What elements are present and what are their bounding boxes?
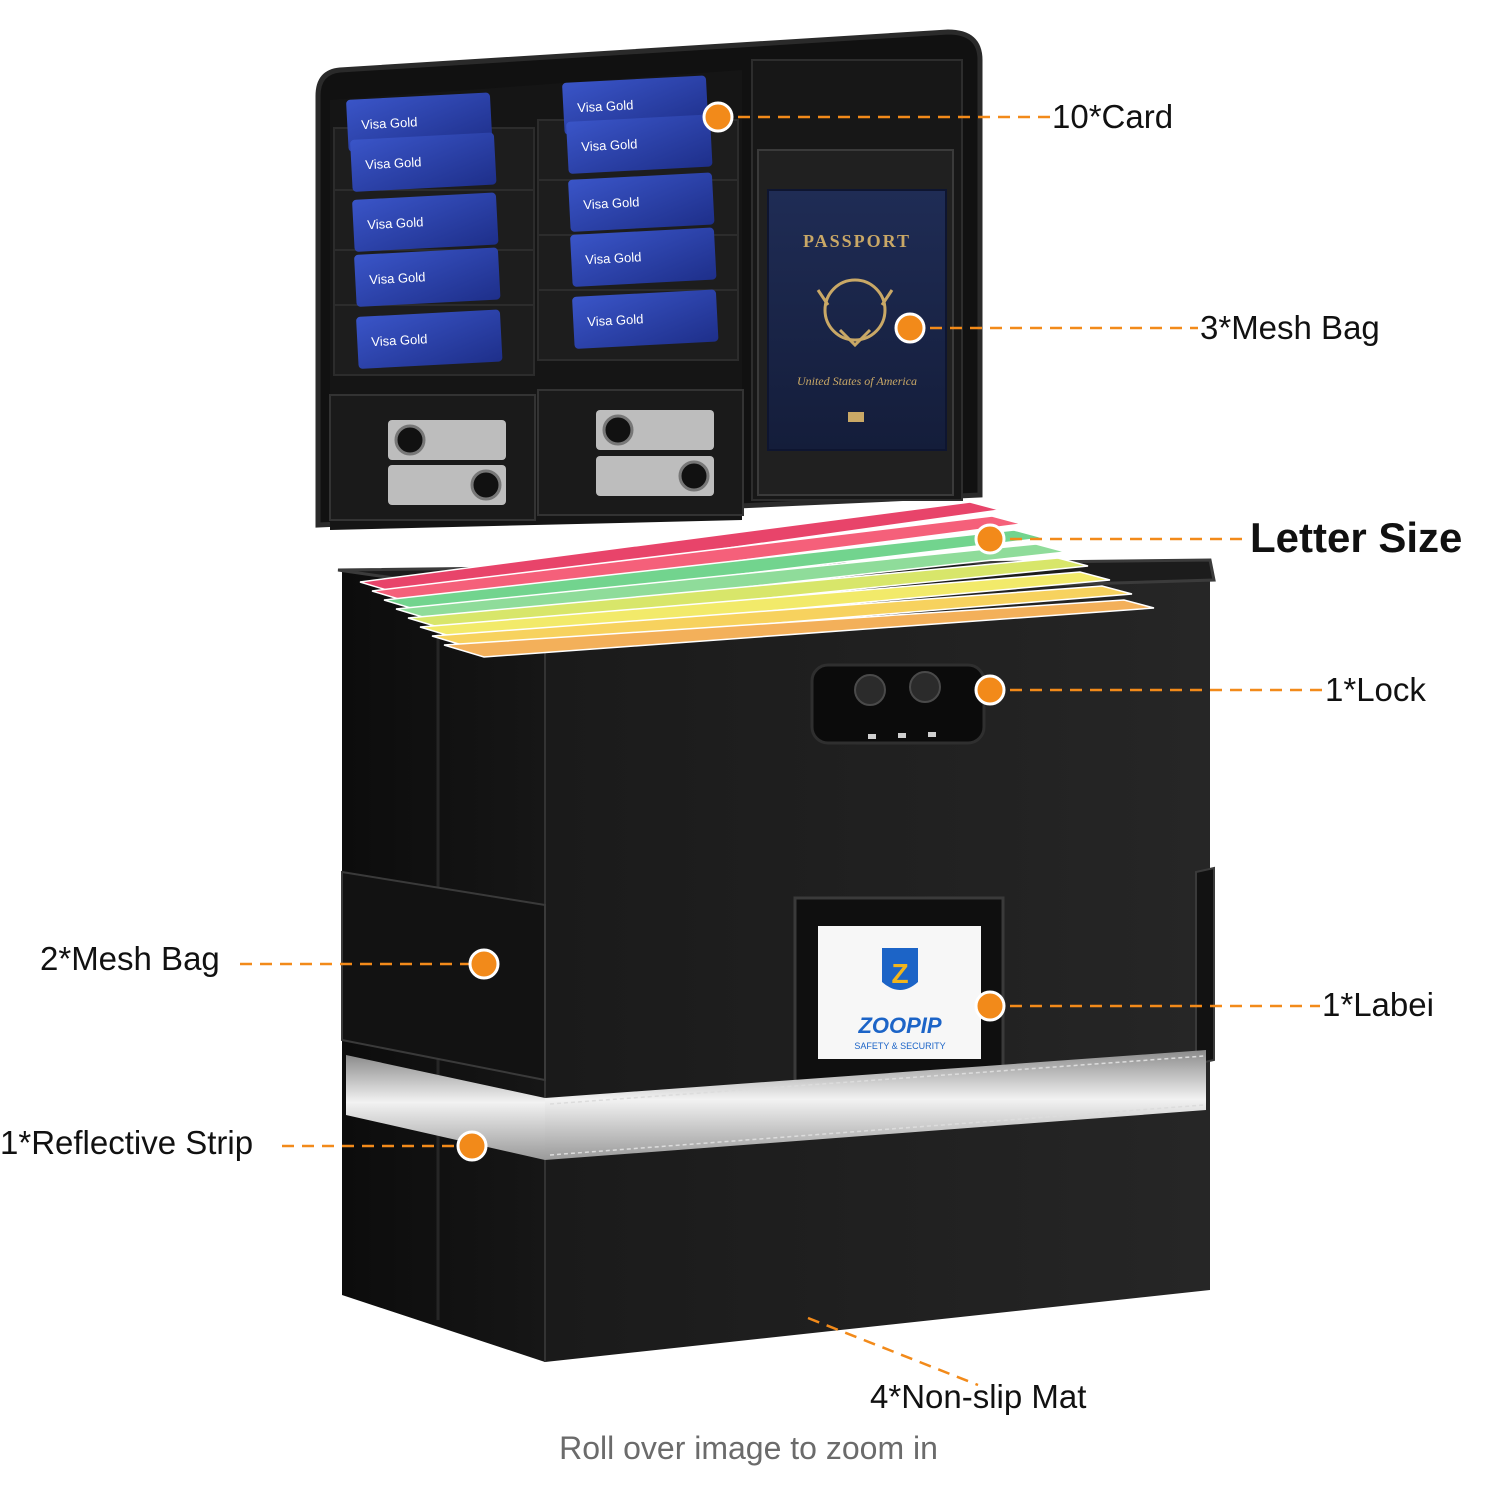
box-body: Z ZOOPIP SAFETY & SECURITY	[337, 501, 1216, 1362]
passport-subtitle: United States of America	[797, 374, 917, 388]
callout-lock: 1*Lock	[1325, 671, 1426, 708]
callout-mesh-bag-side: 2*Mesh Bag	[40, 940, 220, 977]
logo-letter: Z	[891, 958, 908, 989]
dial-icon	[854, 674, 886, 706]
eagle-seal-icon	[816, 278, 894, 348]
credit-card: Visa Gold	[570, 227, 717, 287]
chip-icon	[848, 412, 864, 422]
callout-non-slip-mat: 4*Non-slip Mat	[870, 1378, 1087, 1415]
credit-card: Visa Gold	[568, 172, 715, 232]
credit-card: Visa Gold	[354, 247, 501, 307]
callout-card: 10*Card	[1052, 98, 1174, 135]
callout-dot	[702, 101, 734, 133]
usb-mesh-pockets	[329, 389, 744, 521]
brand-tagline: SAFETY & SECURITY	[854, 1041, 945, 1051]
card-label: Visa Gold	[367, 214, 424, 232]
callout-mesh-bag-top: 3*Mesh Bag	[1200, 309, 1380, 346]
callout-dot	[974, 523, 1006, 555]
card-label: Visa Gold	[361, 114, 418, 132]
card-label: Visa Gold	[369, 269, 426, 287]
id-label-holder: Z ZOOPIP SAFETY & SECURITY	[793, 896, 1005, 1090]
usb-drive-icon	[596, 410, 714, 496]
callout-lines	[240, 115, 1322, 1387]
brand-name: ZOOPIP	[857, 1013, 941, 1038]
card-label: Visa Gold	[583, 194, 640, 212]
callout-reflective-strip: 1*Reflective Strip	[0, 1124, 254, 1161]
passport-title: PASSPORT	[803, 231, 911, 251]
credit-card: Visa Gold	[566, 114, 713, 174]
callout-dots	[456, 101, 1006, 1162]
callout-label: 1*Labei	[1322, 986, 1434, 1023]
callout-dot	[974, 674, 1006, 706]
card-label: Visa Gold	[585, 249, 642, 267]
callout-dot	[894, 312, 926, 344]
callout-dot	[456, 1130, 488, 1162]
credit-card: Visa Gold	[356, 309, 503, 369]
card-label: Visa Gold	[371, 331, 428, 349]
side-mesh-pocket	[341, 870, 546, 1082]
hanging-folder	[443, 599, 1155, 658]
reflective-strip	[346, 1050, 1206, 1160]
callout-letter-size: Letter Size	[1250, 514, 1463, 561]
shield-logo-icon: Z	[882, 948, 918, 990]
card-label: Visa Gold	[581, 136, 638, 154]
credit-card: Visa Gold	[350, 132, 497, 192]
usb-drive-icon	[388, 420, 506, 505]
passport-mesh-pocket: PASSPORT United States of America	[751, 59, 963, 501]
zoom-hint: Roll over image to zoom in	[559, 1430, 938, 1466]
callout-dot	[974, 990, 1006, 1022]
credit-card: Visa Gold	[352, 192, 499, 252]
combination-lock	[810, 663, 986, 745]
credit-card: Visa Gold	[572, 289, 719, 349]
card-label: Visa Gold	[577, 97, 634, 115]
callout-dot	[468, 948, 500, 980]
card-label: Visa Gold	[587, 311, 644, 329]
hanging-folders	[359, 501, 1155, 658]
side-mesh-pocket	[1195, 866, 1215, 1066]
card-label: Visa Gold	[365, 154, 422, 172]
dial-icon	[909, 671, 941, 703]
